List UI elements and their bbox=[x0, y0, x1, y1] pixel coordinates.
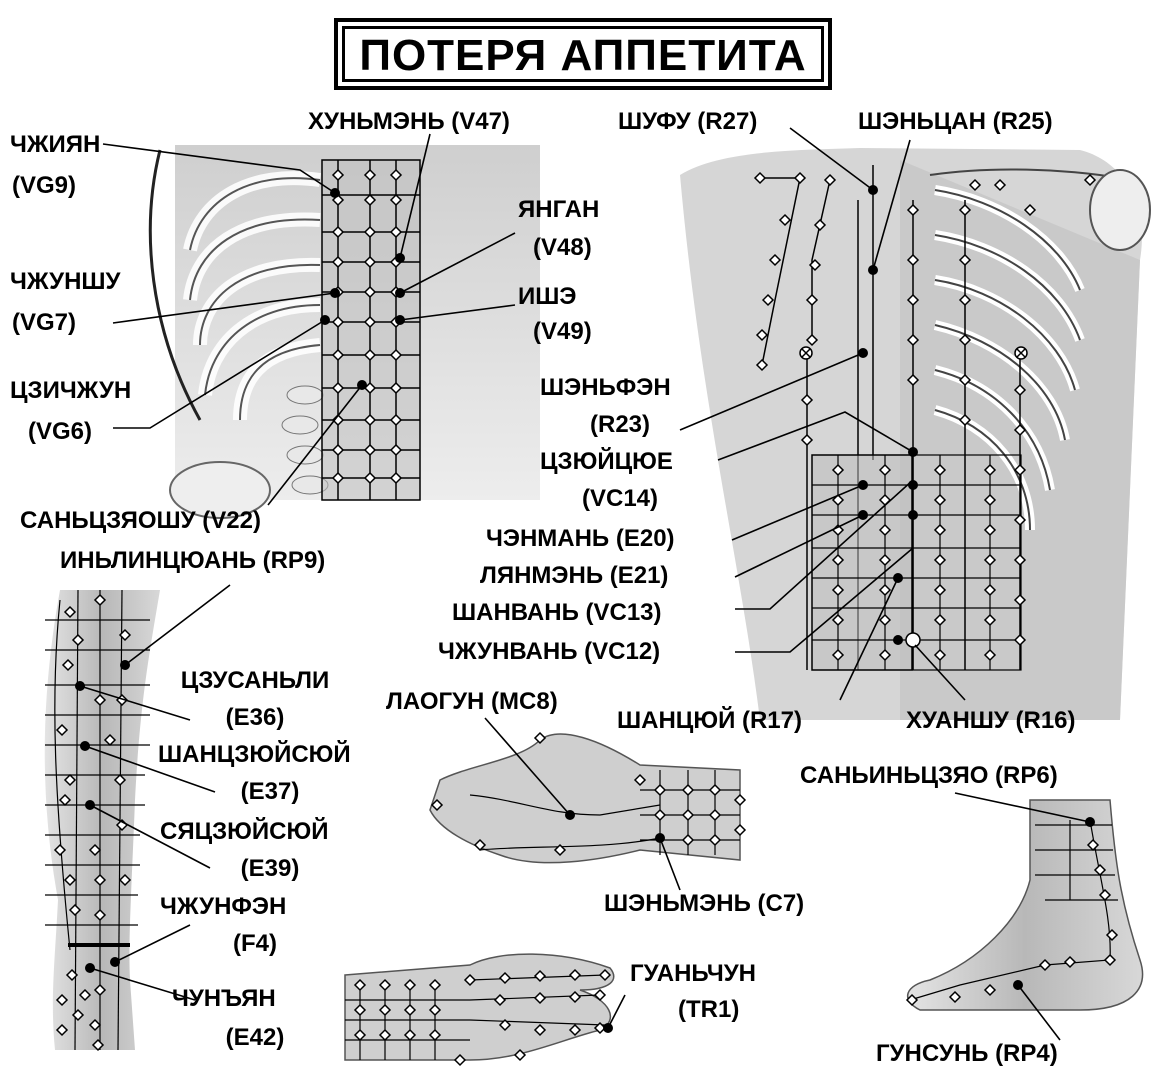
label-e42-name: ЧУНЪЯН bbox=[172, 985, 276, 1013]
label-r27: ШУФУ (R27) bbox=[618, 108, 757, 136]
label-v48-name: ЯНГАН bbox=[518, 196, 599, 224]
label-v48-code: (V48) bbox=[533, 234, 592, 262]
active-point-marker bbox=[893, 635, 903, 645]
label-mc8: ЛАОГУН (MC8) bbox=[386, 688, 558, 716]
label-e42-code: (E42) bbox=[140, 1024, 370, 1052]
label-rp4: ГУНСУНЬ (RP4) bbox=[876, 1040, 1058, 1068]
label-e39-code: (E39) bbox=[150, 855, 390, 883]
label-r16: ХУАНШУ (R16) bbox=[906, 707, 1076, 735]
label-e20: ЧЭНМАНЬ (E20) bbox=[486, 525, 675, 553]
label-vc14-name: ЦЗЮЙЦЮЕ bbox=[540, 448, 673, 476]
label-e37-name: ШАНЦЗЮЙСЮЙ bbox=[158, 741, 351, 769]
label-c7: ШЭНЬМЭНЬ (C7) bbox=[604, 890, 804, 918]
label-r25: ШЭНЬЦАН (R25) bbox=[858, 108, 1053, 136]
label-vg9-name: ЧЖИЯН bbox=[10, 131, 100, 159]
label-e39-name: СЯЦЗЮЙСЮЙ bbox=[160, 818, 328, 846]
label-v47: ХУНЬМЭНЬ (V47) bbox=[308, 108, 510, 136]
label-e36-name: ЦЗУСАНЬЛИ bbox=[140, 667, 370, 695]
label-v22: САНЬЦЗЯОШУ (V22) bbox=[20, 507, 261, 535]
label-f4-name: ЧЖУНФЭН bbox=[160, 893, 286, 921]
label-f4-code: (F4) bbox=[140, 930, 370, 958]
label-tr1-code: (TR1) bbox=[678, 996, 739, 1024]
label-vc13: ШАНВАНЬ (VC13) bbox=[452, 599, 662, 627]
label-vc14-code: (VC14) bbox=[582, 485, 658, 513]
active-point-marker bbox=[908, 510, 918, 520]
label-v49-name: ИШЭ bbox=[518, 283, 576, 311]
title-frame: ПОТЕРЯ АППЕТИТА bbox=[334, 18, 832, 90]
label-r17: ШАНЦЮЙ (R17) bbox=[617, 707, 802, 735]
label-vg7-name: ЧЖУНШУ bbox=[10, 268, 120, 296]
label-rp9: ИНЬЛИНЦЮАНЬ (RP9) bbox=[60, 547, 325, 575]
label-rp6: САНЬИНЬЦЗЯО (RP6) bbox=[800, 762, 1058, 790]
label-vg7-code: (VG7) bbox=[12, 309, 76, 337]
label-vc12: ЧЖУНВАНЬ (VC12) bbox=[438, 638, 660, 666]
label-e21: ЛЯНМЭНЬ (E21) bbox=[480, 562, 668, 590]
label-vg9-code: (VG9) bbox=[12, 172, 76, 200]
page-title: ПОТЕРЯ АППЕТИТА bbox=[338, 31, 828, 81]
label-e37-code: (E37) bbox=[150, 778, 390, 806]
label-e36-code: (E36) bbox=[140, 704, 370, 732]
label-r23-code: (R23) bbox=[590, 411, 650, 439]
label-tr1-name: ГУАНЬЧУН bbox=[630, 960, 756, 988]
label-vg6-name: ЦЗИЧЖУН bbox=[10, 377, 131, 405]
label-r23-name: ШЭНЬФЭН bbox=[540, 374, 671, 402]
label-v49-code: (V49) bbox=[533, 318, 592, 346]
back-illustration bbox=[150, 145, 540, 518]
active-point-marker bbox=[908, 480, 918, 490]
leg-illustration bbox=[45, 590, 160, 1050]
foot-illustration bbox=[908, 800, 1143, 1010]
label-vg6-code: (VG6) bbox=[28, 418, 92, 446]
